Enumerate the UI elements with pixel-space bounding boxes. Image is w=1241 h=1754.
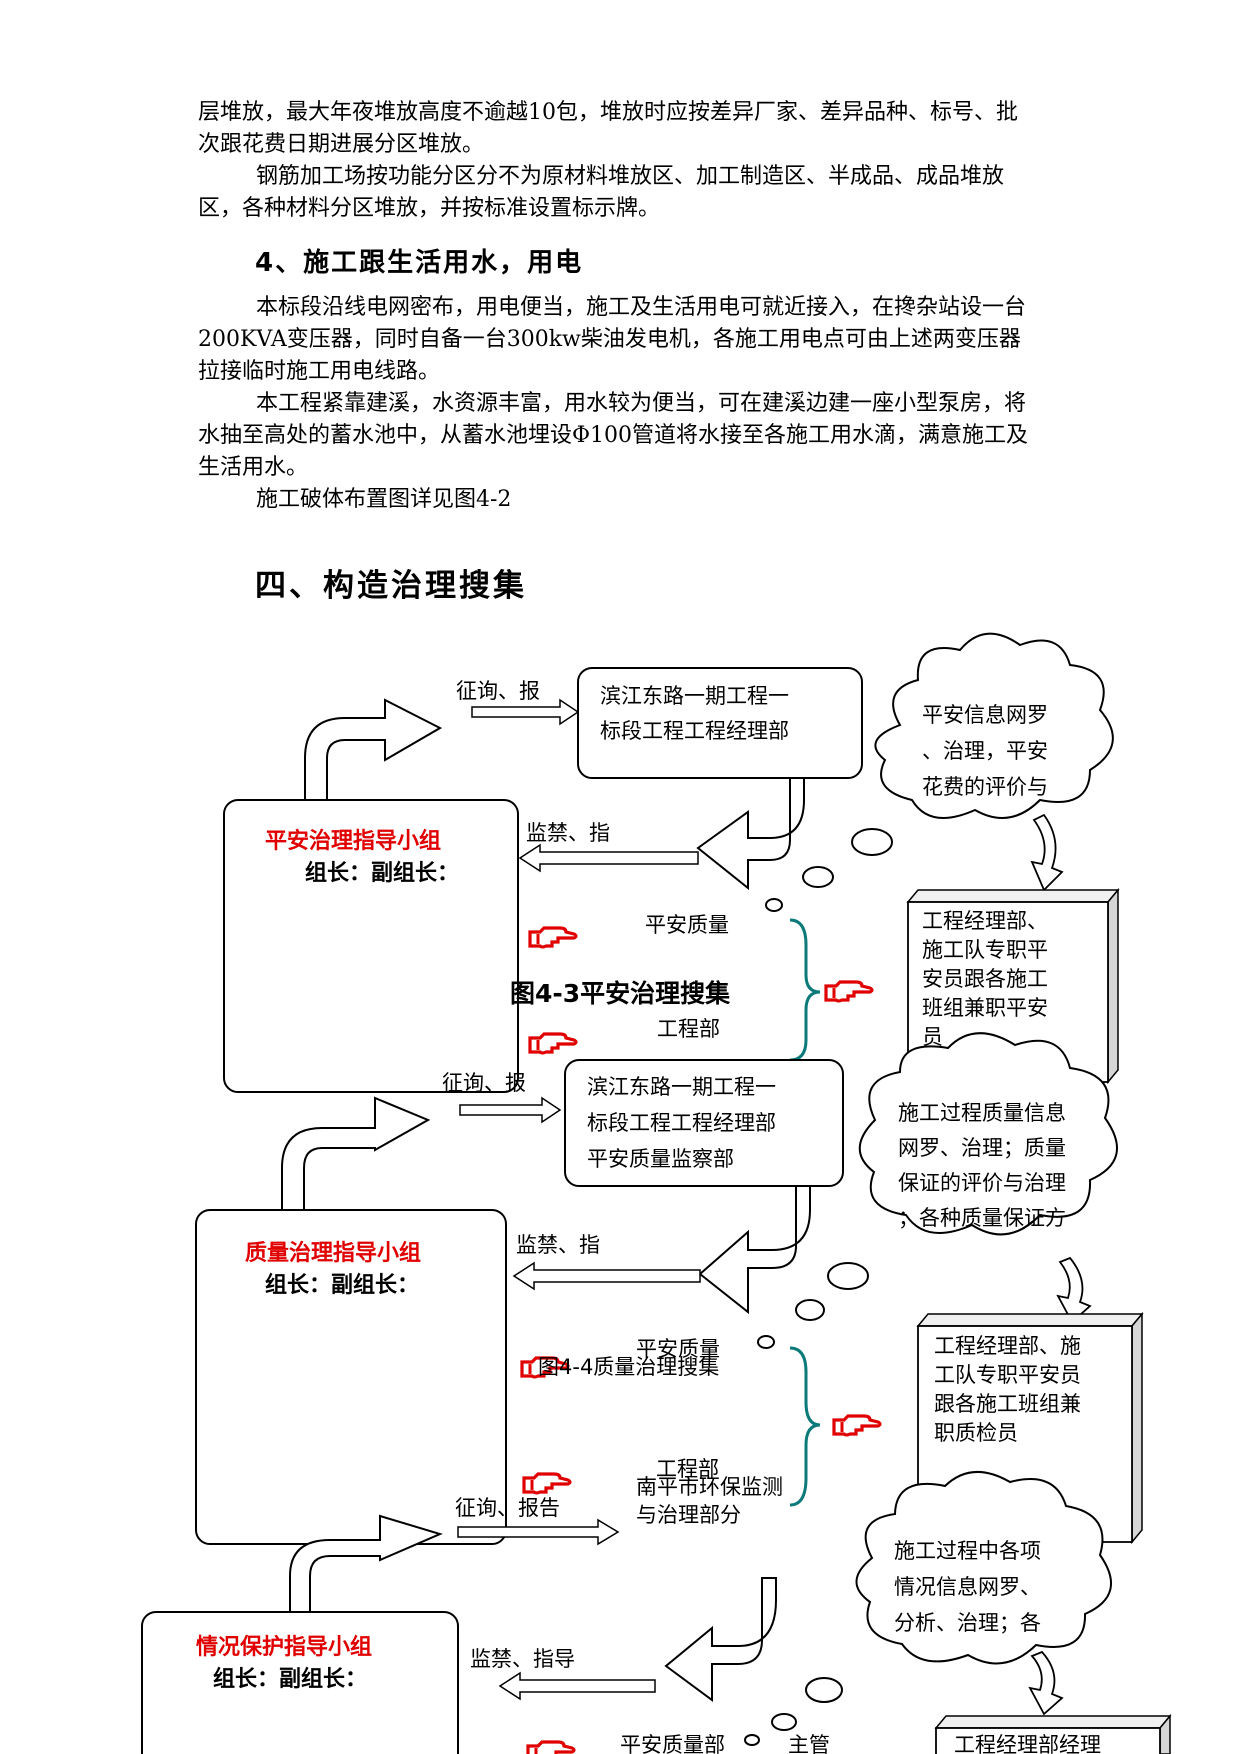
small-arrow-icon bbox=[1056, 1256, 1092, 1324]
g1-group-box bbox=[223, 799, 519, 1093]
g3-staff-line1: 工程经理部经理 bbox=[954, 1733, 1101, 1754]
g3-dept-line1: 南平市环保监测 bbox=[636, 1475, 783, 1499]
supervise-arrow-icon bbox=[512, 1261, 701, 1291]
g1-brace bbox=[789, 918, 821, 1062]
paragraph-rebar-yard: 钢筋加工场按功能分区分不为原材料堆放区、加工制造区、半成品、成品堆放区，各种材料… bbox=[198, 164, 1005, 221]
report-arrow-icon bbox=[457, 1518, 620, 1546]
g2-caption: 图4-4质量治理搜集 bbox=[538, 1355, 719, 1379]
g2-group-members: 组长：副组长： bbox=[265, 1272, 419, 1298]
pointing-hand-icon bbox=[522, 1472, 572, 1495]
g2-info-cloud bbox=[858, 1032, 1118, 1236]
g3-cloud-line2: 情况信息网罗、 bbox=[894, 1575, 1041, 1599]
g1-supervise-label: 监禁、指 bbox=[526, 821, 610, 845]
flow-arrow-down-icon bbox=[698, 1185, 811, 1315]
g2-sub-label2: 工程部 bbox=[656, 1457, 719, 1481]
g2-cloud-line3: 保证的评价与治理 bbox=[898, 1171, 1066, 1195]
g3-group-members: 组长：副组长： bbox=[213, 1666, 367, 1692]
g3-cloud-line1: 施工过程中各项 bbox=[894, 1539, 1041, 1563]
paragraph-water: 本工程紧靠建溪，水资源丰富，用水较为便当，可在建溪边建一座小型泵房，将水抽至高处… bbox=[198, 391, 1029, 480]
paragraph-storage: 层堆放，最大年夜堆放高度不逾越10包，堆放时应按差异厂家、差异品种、标号、批次跟… bbox=[198, 100, 1018, 157]
g3-report-label: 征询、报告 bbox=[455, 1496, 560, 1520]
pointing-hand-icon bbox=[832, 1414, 882, 1437]
pointing-hand-icon bbox=[526, 1740, 576, 1754]
g2-group-title: 质量治理指导小组 bbox=[245, 1240, 421, 1266]
g2-brace bbox=[789, 1346, 821, 1507]
g3-group-box bbox=[141, 1611, 459, 1754]
g2-cloud-line1: 施工过程质量信息 bbox=[898, 1101, 1066, 1125]
g1-staff-line4: 班组兼职平安 bbox=[922, 996, 1048, 1020]
g1-dept-line1: 滨江东路一期工程一 bbox=[600, 684, 789, 708]
g1-group-title: 平安治理指导小组 bbox=[265, 828, 441, 854]
g1-sub-label1: 平安质量 bbox=[645, 913, 729, 937]
report-arrow-icon bbox=[471, 698, 580, 726]
g1-report-label: 征询、报 bbox=[456, 679, 540, 703]
flow-arrow-up-icon bbox=[304, 698, 443, 801]
g1-dept-line2: 标段工程工程经理部 bbox=[600, 719, 789, 743]
g3-info-cloud bbox=[855, 1470, 1113, 1665]
g2-staff-line3: 跟各施工班组兼 bbox=[934, 1392, 1081, 1416]
section-title: 四、构造治理搜集 bbox=[255, 568, 527, 604]
g1-staff-line2: 施工队专职平 bbox=[922, 938, 1048, 962]
small-arrow-icon bbox=[1028, 1650, 1064, 1716]
g1-staff-line1: 工程经理部、 bbox=[922, 909, 1048, 933]
report-arrow-icon bbox=[459, 1096, 562, 1124]
small-arrow-icon bbox=[1030, 813, 1064, 892]
g2-staff-line2: 工队专职平安员 bbox=[934, 1363, 1081, 1387]
g1-caption: 图4-3平安治理搜集 bbox=[510, 979, 731, 1008]
pointing-hand-icon bbox=[824, 980, 874, 1003]
g3-group-title: 情况保护指导小组 bbox=[196, 1634, 372, 1660]
g1-cloud-line2: 、治理，平安 bbox=[922, 739, 1048, 763]
flow-arrow-up-icon bbox=[289, 1514, 443, 1613]
flow-arrow-down-icon bbox=[696, 777, 805, 891]
g3-supervise-label: 监禁、指导 bbox=[470, 1647, 575, 1671]
g1-dept-box bbox=[577, 667, 863, 779]
supervise-arrow-icon bbox=[518, 843, 699, 873]
g1-cloud-line1: 平安信息网罗 bbox=[922, 703, 1048, 727]
g2-staff-line4: 职质检员 bbox=[934, 1421, 1018, 1445]
g2-dept-line1: 滨江东路一期工程一 bbox=[587, 1075, 776, 1099]
g1-info-cloud bbox=[874, 632, 1114, 819]
pointing-hand-icon bbox=[528, 926, 578, 949]
flow-arrow-down-icon bbox=[664, 1577, 777, 1702]
g2-staff-line1: 工程经理部、施 bbox=[934, 1334, 1081, 1358]
flow-arrow-up-icon bbox=[281, 1096, 431, 1211]
g1-staff-line3: 安员跟各施工 bbox=[922, 967, 1048, 991]
paragraph-layout-ref: 施工破体布置图详见图4-2 bbox=[256, 487, 512, 512]
g3-sub-label1: 平安质量部 bbox=[620, 1733, 725, 1754]
paragraph-power: 本标段沿线电网密布，用电便当，施工及生活用电可就近接入，在搀杂站设一台200KV… bbox=[198, 295, 1027, 384]
g3-dept-line2: 与治理部分 bbox=[636, 1503, 741, 1527]
g3-staff-box bbox=[935, 1727, 1161, 1754]
g2-dept-box bbox=[564, 1059, 844, 1187]
pointing-hand-icon bbox=[528, 1032, 578, 1055]
g2-sub-label1: 平安质量 bbox=[636, 1337, 720, 1361]
g1-staff-line5: 员 bbox=[922, 1025, 943, 1049]
g2-dept-line2: 标段工程工程经理部 bbox=[587, 1111, 776, 1135]
g2-dept-line3: 平安质量监察部 bbox=[587, 1147, 734, 1171]
g3-cloud-line3: 分析、治理；各 bbox=[894, 1611, 1041, 1635]
g2-cloud-line2: 网罗、治理；质量 bbox=[898, 1136, 1066, 1160]
supervise-arrow-icon bbox=[498, 1671, 656, 1701]
g1-sub-label2: 工程部 bbox=[657, 1017, 720, 1041]
g2-report-label: 征询、报 bbox=[442, 1071, 526, 1095]
g2-supervise-label: 监禁、指 bbox=[516, 1233, 600, 1257]
g1-cloud-line3: 花费的评价与 bbox=[922, 775, 1048, 799]
g2-cloud-line4: ；各种质量保证方 bbox=[898, 1206, 1066, 1230]
heading-water-power: 4、施工跟生活用水，用电 bbox=[255, 248, 584, 278]
g1-group-members: 组长：副组长： bbox=[305, 860, 459, 886]
g3-sub-label2: 主管 bbox=[788, 1733, 830, 1754]
